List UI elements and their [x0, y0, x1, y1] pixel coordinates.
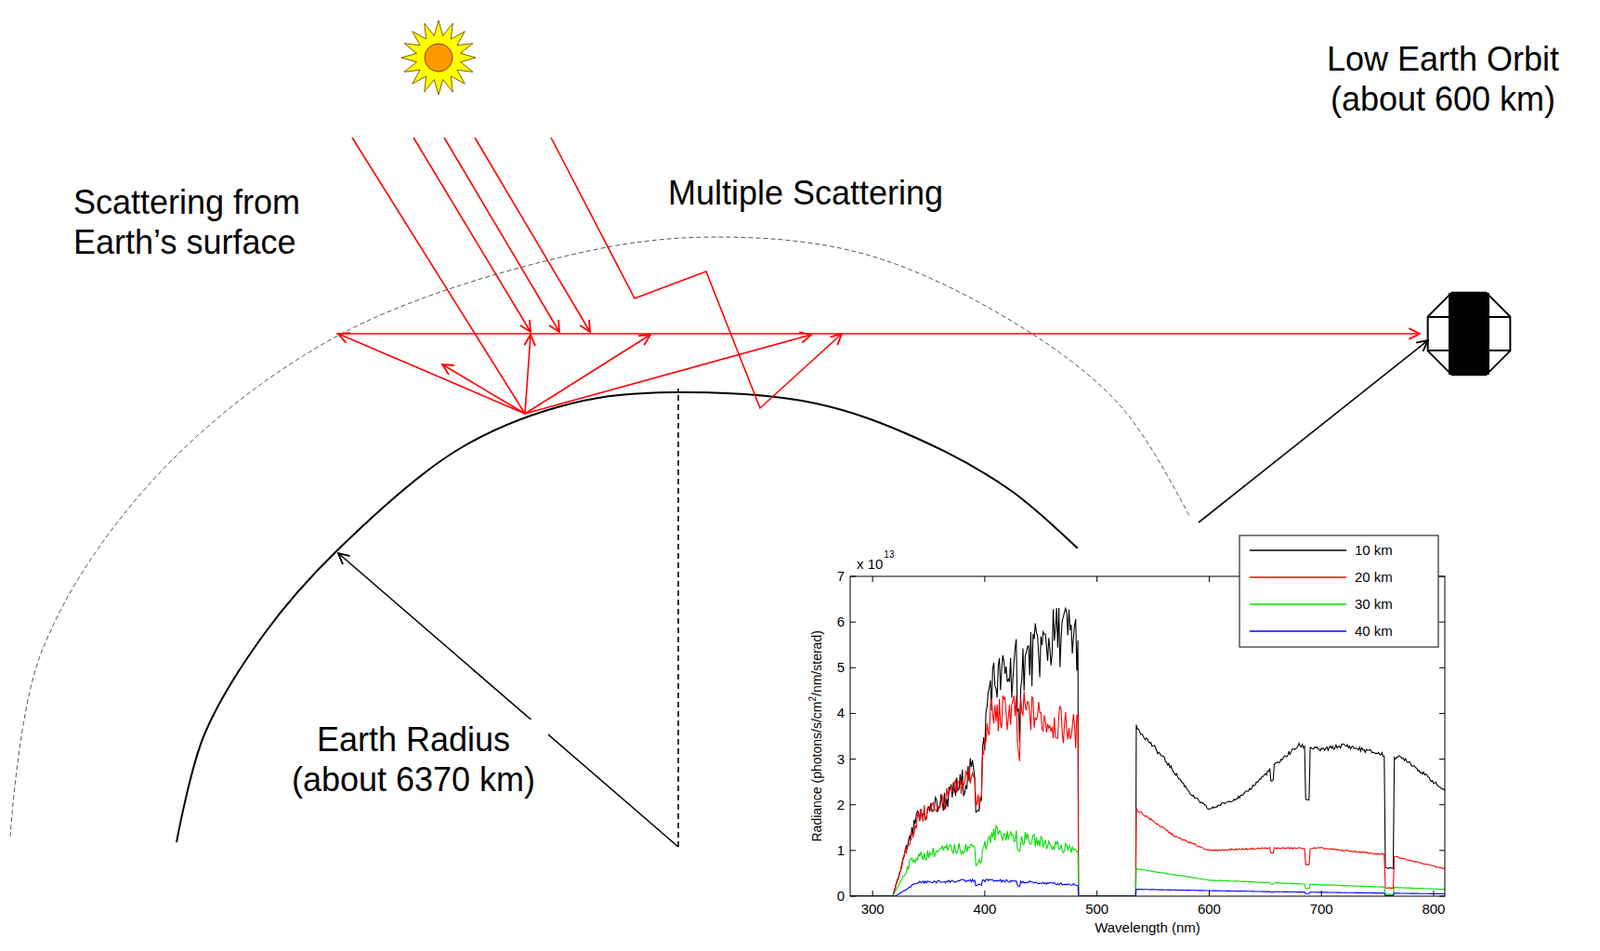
sun-rays [401, 20, 476, 95]
vertical-dashed-line [677, 388, 680, 847]
axis-title-part: Radiance (photons/s/cm [809, 701, 825, 842]
incoming-sunray [444, 137, 560, 332]
sun-disc [424, 43, 453, 72]
x-tick-label: 300 [861, 900, 885, 918]
surface-scatter-ray [524, 334, 812, 414]
incoming-sunray [474, 137, 591, 332]
legend-label: 10 km [1354, 541, 1393, 559]
y-tick-label: 6 [837, 613, 845, 630]
y-tick-label: 3 [837, 750, 845, 768]
spectrum-line [850, 691, 1445, 896]
x-tick-label: 500 [1085, 900, 1109, 918]
axis-exponent: 13 [883, 549, 894, 561]
annotation-label: Multiple Scattering [668, 172, 944, 213]
legend-line-sample [1249, 576, 1347, 578]
y-tick-label: 4 [837, 704, 845, 722]
annotation-label: Scattering from Earth’s surface [73, 182, 381, 263]
y-axis-title: Radiance (photons/s/cm2/nm/sterad) [807, 629, 825, 841]
y-tick-label: 2 [837, 796, 845, 814]
axis-multiplier: x 10 [856, 555, 883, 573]
x-tick-label: 700 [1310, 900, 1334, 918]
legend-line-sample [1249, 629, 1347, 631]
legend-line-sample [1249, 549, 1347, 551]
chart-background [780, 548, 1459, 951]
x-tick-label: 800 [1421, 900, 1445, 918]
y-tick-label: 7 [837, 567, 845, 585]
satellite-label: Low Earth Orbit (about 600 km) [1308, 39, 1578, 119]
spectrum-line [850, 878, 1445, 896]
earth-radius-arrow [338, 552, 679, 847]
satellite-body [1428, 292, 1511, 376]
axis-title-part: /nm/sterad) [809, 629, 825, 696]
superscript: 2 [807, 695, 818, 702]
legend-label: 40 km [1354, 622, 1393, 640]
x-axis-title: Wavelength (nm) [1094, 918, 1201, 936]
x-tick-label: 400 [972, 900, 997, 918]
spectrum-line [850, 607, 1445, 896]
y-tick-label: 5 [837, 658, 845, 676]
incoming-sunray [413, 137, 531, 332]
y-tick-label: 0 [837, 887, 845, 905]
x-tick-label: 600 [1197, 900, 1221, 918]
plot-frame [850, 576, 1445, 896]
axis-ticks [850, 576, 1445, 896]
spectrum-line [850, 825, 1445, 896]
pointer-line [1198, 340, 1429, 523]
surface-scatter-ray [338, 333, 525, 414]
y-tick-label: 1 [837, 841, 845, 859]
legend-box [1239, 535, 1439, 647]
line-of-sight [336, 332, 1420, 335]
legend-line-sample [1249, 603, 1347, 604]
earth-radius-label: Earth Radius (about 6370 km) [278, 719, 549, 800]
satellite-core [1448, 292, 1490, 375]
legend-label: 20 km [1354, 568, 1393, 586]
surface-scatter-ray [524, 334, 531, 414]
legend-label: 30 km [1354, 595, 1393, 613]
surface-scatter-ray [524, 334, 651, 414]
spectra [850, 607, 1445, 896]
surface-scatter-ray [442, 364, 525, 414]
